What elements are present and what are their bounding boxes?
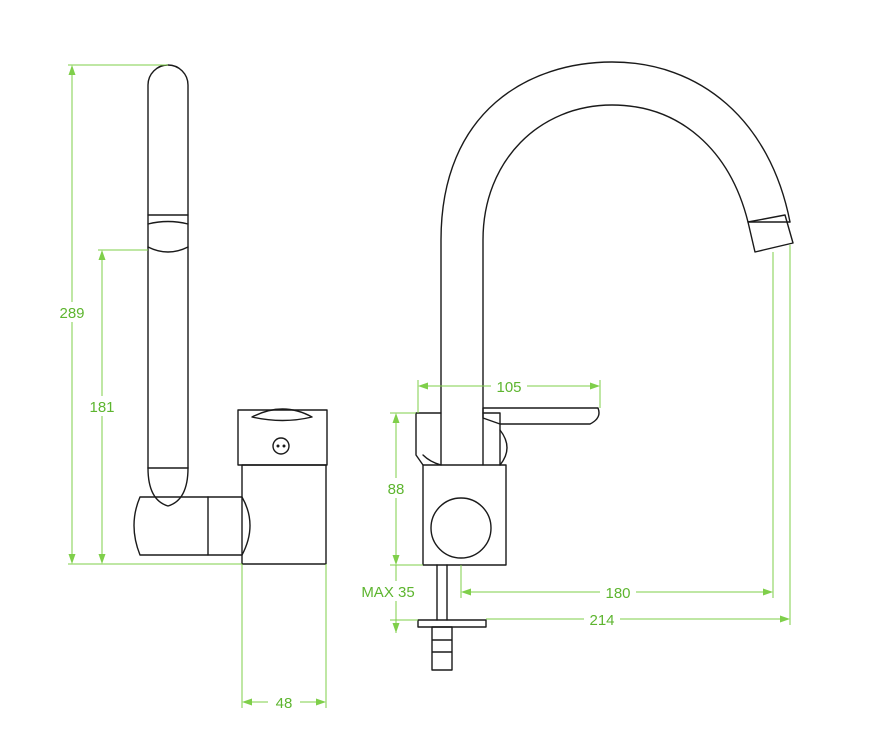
front-nut xyxy=(431,626,453,671)
side-handle-cap xyxy=(237,409,328,466)
dim-88-label: 88 xyxy=(388,481,405,498)
front-lever xyxy=(482,407,600,425)
side-view xyxy=(133,64,328,565)
screw-dot-2 xyxy=(282,444,286,448)
dim-289-label: 289 xyxy=(59,305,84,322)
side-swivel-body xyxy=(133,496,251,556)
screw-dot-1 xyxy=(276,444,280,448)
dim-180-arrow-left xyxy=(461,588,471,596)
side-spout-tube xyxy=(147,64,189,469)
dim-181-arrow-bottom xyxy=(98,554,106,564)
dim-35-arrow xyxy=(392,623,400,633)
front-spout-outer xyxy=(440,61,791,466)
dim-105-mask xyxy=(491,376,527,396)
dim-48-arrow-right xyxy=(316,698,326,706)
dim-214-mask xyxy=(584,609,620,629)
side-handle-screw xyxy=(272,437,290,455)
side-dimensions: 289 181 48 xyxy=(52,64,327,712)
dim-48-label: 48 xyxy=(276,695,293,712)
dim-181-arrow-top xyxy=(98,250,106,260)
dim-289-mask xyxy=(52,302,92,322)
dim-88-arrow-top xyxy=(392,413,400,423)
front-side-knob xyxy=(499,429,508,466)
front-mount-plate xyxy=(417,619,487,628)
front-spout-inner xyxy=(482,104,749,466)
side-main-body xyxy=(241,464,327,565)
dim-181-mask xyxy=(83,396,123,416)
dim-48-arrow-left xyxy=(242,698,252,706)
front-swivel-circle xyxy=(430,497,492,559)
dim-214-label: 214 xyxy=(589,612,614,629)
front-lever-stub xyxy=(422,454,442,466)
front-shank xyxy=(436,564,448,621)
dim-180-mask xyxy=(600,582,636,602)
dim-35-label: MAX 35 xyxy=(361,584,414,601)
front-body-cap xyxy=(415,412,501,466)
front-body xyxy=(422,464,507,566)
dim-48-mask xyxy=(268,692,300,712)
dim-105-label: 105 xyxy=(496,379,521,396)
front-dimensions: 105 88 MAX 35 180 214 xyxy=(355,245,791,633)
dim-105-arrow-right xyxy=(590,382,600,390)
front-aerator xyxy=(747,214,794,253)
side-aerator xyxy=(147,214,189,253)
dim-35-mask xyxy=(355,581,421,601)
dim-289-arrow-top xyxy=(68,65,76,75)
dim-105-arrow-left xyxy=(418,382,428,390)
side-handle-lever xyxy=(251,408,313,422)
dim-289-arrow-bottom xyxy=(68,554,76,564)
dim-88-arrow-bottom xyxy=(392,555,400,565)
dim-214-arrow-right xyxy=(780,615,790,623)
dim-180-arrow-right xyxy=(763,588,773,596)
side-swivel-elbow xyxy=(147,467,189,507)
front-view xyxy=(415,61,794,671)
dim-181-label: 181 xyxy=(89,399,114,416)
dim-88-mask xyxy=(380,478,412,498)
dim-180-label: 180 xyxy=(605,585,630,602)
